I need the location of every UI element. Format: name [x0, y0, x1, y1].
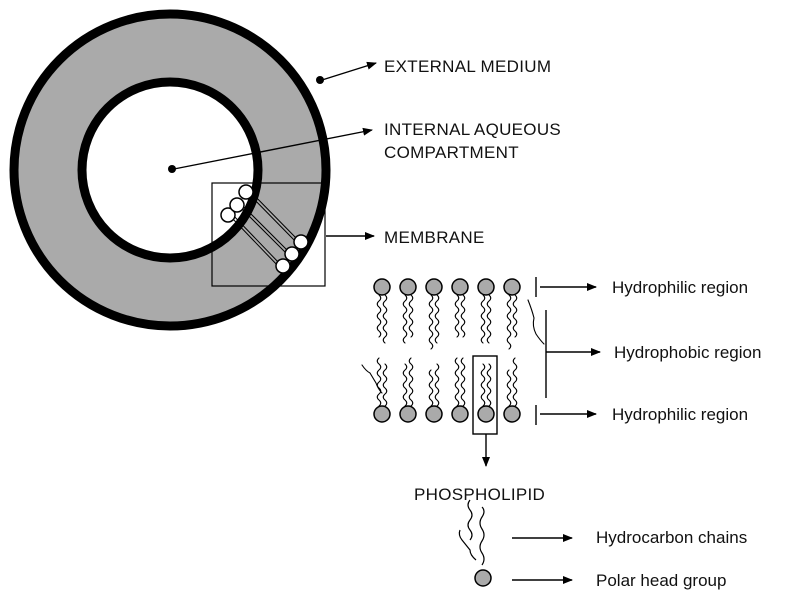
top-tail: [403, 295, 407, 343]
top-head-group: [374, 279, 390, 295]
phospholipid-label: PHOSPHOLIPID: [414, 485, 545, 505]
bottom-tail: [507, 370, 511, 406]
mini-head-group: [294, 235, 308, 249]
splayed-tail: [362, 365, 382, 393]
top-tail: [377, 295, 381, 337]
top-tail: [461, 295, 465, 337]
top-tail: [435, 295, 439, 343]
bottom-head-group: [478, 406, 494, 422]
hydrophilic-top-label: Hydrophilic region: [612, 278, 748, 298]
bilayer-detail: [362, 279, 544, 422]
bottom-head-group: [452, 406, 468, 422]
bottom-tail: [481, 364, 485, 406]
external-medium-arrow: [322, 63, 376, 80]
top-tail: [429, 295, 433, 349]
bottom-tail: [513, 358, 517, 406]
top-tail: [507, 295, 511, 349]
top-tail: [487, 295, 491, 343]
bottom-tail: [403, 364, 407, 406]
bottom-head-group: [504, 406, 520, 422]
bottom-tail: [383, 364, 387, 406]
mini-head-group: [239, 185, 253, 199]
top-head-group: [426, 279, 442, 295]
top-tail: [513, 295, 517, 337]
hydrophilic-bottom-label: Hydrophilic region: [612, 405, 748, 425]
mini-head-group: [285, 247, 299, 261]
hydrocarbon-chains-label: Hydrocarbon chains: [596, 528, 747, 548]
top-head-group: [452, 279, 468, 295]
bottom-tail: [409, 358, 413, 406]
single-phospholipid: [459, 500, 572, 586]
top-head-group: [478, 279, 494, 295]
bottom-tail: [461, 358, 465, 406]
bottom-tail: [455, 358, 459, 406]
region-brackets: [536, 277, 600, 425]
hydrophobic-label: Hydrophobic region: [614, 343, 761, 363]
bottom-tail: [429, 370, 433, 406]
bottom-head-group: [426, 406, 442, 422]
top-head-group: [400, 279, 416, 295]
internal-compartment-label-line2: COMPARTMENT: [384, 143, 519, 163]
top-tail: [455, 295, 459, 337]
external-medium-label: EXTERNAL MEDIUM: [384, 57, 551, 77]
bottom-tail: [377, 358, 381, 406]
splayed-tail: [528, 300, 544, 344]
bottom-head-group: [400, 406, 416, 422]
top-head-group: [504, 279, 520, 295]
top-tail: [383, 295, 387, 343]
internal-compartment-label-line1: INTERNAL AQUEOUS: [384, 120, 561, 140]
bottom-tail: [435, 364, 439, 406]
membrane-label: MEMBRANE: [384, 228, 485, 248]
polar-head-icon: [475, 570, 491, 586]
liposome-vesicle: [14, 14, 326, 326]
polar-head-group-label: Polar head group: [596, 571, 726, 591]
mini-head-group: [230, 198, 244, 212]
mini-head-group: [276, 259, 290, 273]
bottom-tail: [487, 364, 491, 406]
bottom-head-group: [374, 406, 390, 422]
top-tail: [409, 295, 413, 337]
top-tail: [481, 295, 485, 343]
